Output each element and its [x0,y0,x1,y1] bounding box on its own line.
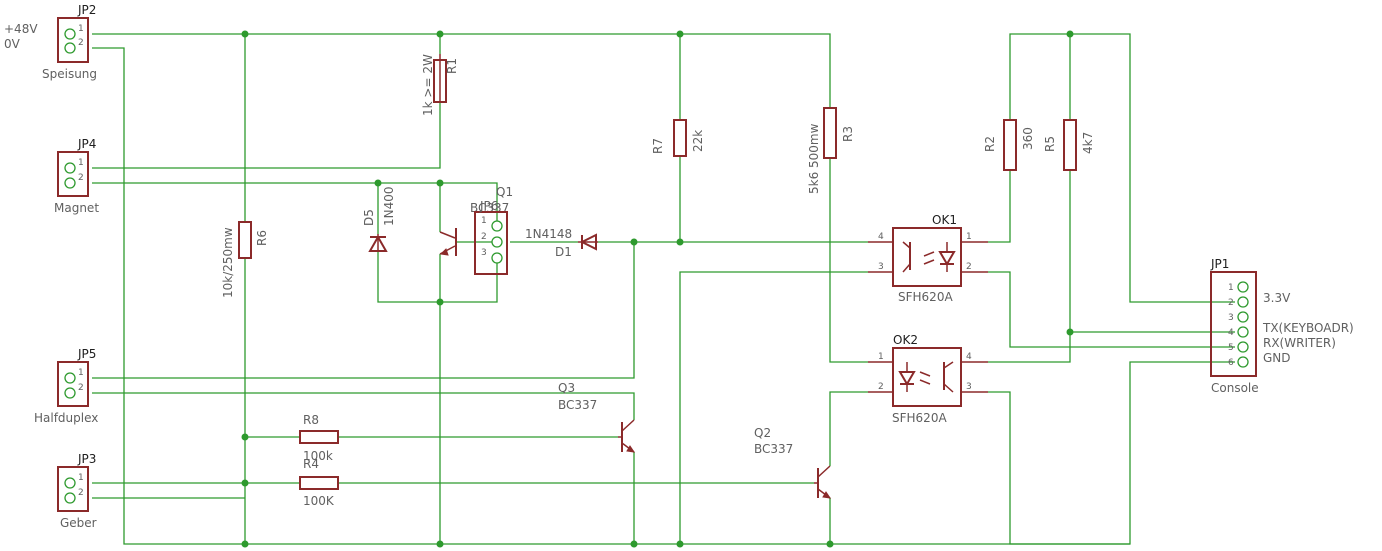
jp1-ref: JP1 [1210,257,1229,271]
resistor-r3[interactable]: R3 5k6 500mw [807,107,855,194]
jp3-ref: JP3 [77,452,96,466]
jp3-name: Geber [60,516,97,530]
jp1-label-3v3: 3.3V [1263,291,1291,305]
r4-value: 100K [303,494,335,508]
jp2-pin1-number: 1 [78,24,84,34]
jp6-ref: JP6 [479,199,498,213]
resistor-r1[interactable]: R1 1k >= 2W [421,54,459,116]
jp4-pin1-number: 1 [78,158,84,168]
jp5-name: Halfduplex [34,411,98,425]
r5-value: 4k7 [1081,132,1095,154]
resistor-r4[interactable]: R4 100K [299,457,339,508]
q3-ref: Q3 [558,381,575,395]
ok2-value: SFH620A [892,411,947,425]
connector-jp4[interactable]: JP4 1 2 Magnet [54,137,99,215]
r5-ref: R5 [1043,136,1057,152]
jp2-pin2-number: 2 [78,38,84,48]
socket-jp6[interactable]: JP6 1 2 3 [474,199,508,275]
ok2-pin3: 3 [966,382,972,392]
r2-ref: R2 [983,136,997,152]
ok2-pin4: 4 [966,352,972,362]
jp1-pin2-number: 2 [1228,298,1234,308]
optocoupler-ok2[interactable]: OK2 SFH620A 1 2 4 3 [868,333,988,425]
jp1-label-rx: RX(WRITER) [1263,336,1336,350]
diode-d1[interactable]: 1N4148 D1 [525,227,598,259]
resistor-r6[interactable]: R6 10k/250mw [221,221,269,298]
jp1-pin1-number: 1 [1228,283,1234,293]
junction-dots [241,30,1074,548]
wire-net [92,33,1235,545]
d1-value: 1N4148 [525,227,572,241]
ok1-pin1: 1 [966,232,972,242]
connector-jp5[interactable]: JP5 1 2 Halfduplex [34,347,98,425]
r6-value: 10k/250mw [221,227,235,298]
ok2-ref: OK2 [893,333,918,347]
jp5-pin2-number: 2 [78,383,84,393]
d1-ref: D1 [555,245,572,259]
optocoupler-ok1[interactable]: OK1 SFH620A 4 3 1 2 [868,213,988,304]
q2-ref: Q2 [754,426,771,440]
ok2-pin2: 2 [878,382,884,392]
jp4-ref: JP4 [77,137,96,151]
connector-jp2[interactable]: JP2 1 2 Speisung +48V 0V [4,3,97,81]
r3-ref: R3 [841,126,855,142]
r1-value: 1k >= 2W [421,54,435,116]
ok1-ref: OK1 [932,213,957,227]
connector-jp1[interactable]: JP1 1 2 3 4 5 6 3.3V TX(KEYBOADR) RX(WRI… [1210,257,1354,395]
jp6-pin3-number: 3 [481,248,487,258]
jp1-pin6-number: 6 [1228,358,1234,368]
diode-d5[interactable]: D5 1N400 [362,186,396,252]
r2-value: 360 [1021,127,1035,150]
transistor-q2[interactable]: Q2 BC337 [754,426,832,499]
jp2-label-0v: 0V [4,37,21,51]
jp3-pin1-number: 1 [78,473,84,483]
q1-ref: Q1 [496,185,513,199]
jp5-pin1-number: 1 [78,368,84,378]
jp4-name: Magnet [54,201,99,215]
resistor-r7[interactable]: R7 22k [651,119,705,157]
r3-value: 5k6 500mw [807,123,821,194]
connector-jp3[interactable]: JP3 1 2 Geber [57,452,97,530]
ok1-pin3: 3 [878,262,884,272]
ok1-value: SFH620A [898,290,953,304]
jp1-pin4-number: 4 [1228,328,1234,338]
transistor-q3[interactable]: Q3 BC337 [558,381,636,453]
jp1-pin3-number: 3 [1228,313,1234,323]
jp2-label-plus48v: +48V [4,22,38,36]
q3-value: BC337 [558,398,597,412]
resistor-r2[interactable]: R2 360 [983,119,1035,171]
jp1-label-tx: TX(KEYBOADR) [1262,321,1354,335]
d5-ref: D5 [362,209,376,226]
transistor-q1[interactable]: Q1 BC337 [439,185,513,256]
r8-value: 100k [303,449,333,463]
jp1-pin5-number: 5 [1228,343,1234,353]
jp6-pin2-number: 2 [481,232,487,242]
r7-ref: R7 [651,138,665,154]
r1-ref: R1 [445,58,459,74]
resistor-r5[interactable]: R5 4k7 [1043,119,1095,171]
jp2-ref: JP2 [77,3,96,17]
r6-ref: R6 [255,230,269,246]
jp1-label-gnd: GND [1263,351,1291,365]
r7-value: 22k [691,130,705,152]
r4-ref: R4 [303,457,319,471]
jp4-pin2-number: 2 [78,173,84,183]
d5-value: 1N400 [382,186,396,226]
resistor-r8[interactable]: R8 100k [299,413,339,463]
ok1-pin4: 4 [878,232,884,242]
jp3-pin2-number: 2 [78,488,84,498]
q2-value: BC337 [754,442,793,456]
jp5-ref: JP5 [77,347,96,361]
r8-ref: R8 [303,413,319,427]
ok2-pin1: 1 [878,352,884,362]
ok1-pin2: 2 [966,262,972,272]
jp6-pin1-number: 1 [481,216,487,226]
jp1-name: Console [1211,381,1259,395]
jp2-name: Speisung [42,67,97,81]
